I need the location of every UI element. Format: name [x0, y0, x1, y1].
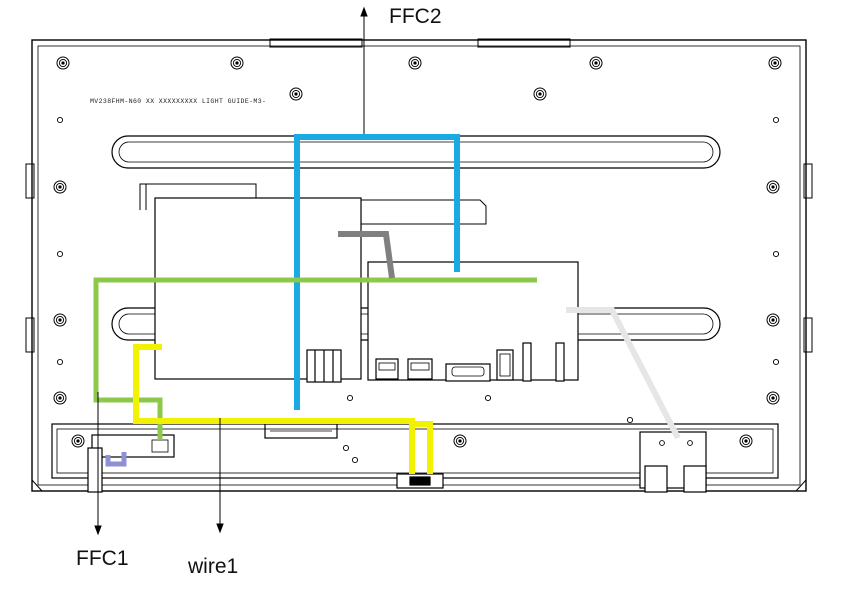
arrow-down-icon [94, 525, 102, 536]
lvds-cable [93, 277, 537, 440]
arrow-up-icon [360, 6, 368, 17]
callout-arrows [94, 6, 368, 536]
label-ffc1: FFC1 [76, 547, 129, 570]
panel-model-text: MV238FHM-N60 XX XXXXXXXXX LIGHT GUIDE-M3… [90, 98, 266, 105]
arrow-down-icon [216, 523, 224, 534]
wire1-loop [412, 421, 433, 474]
ffc1-tab [105, 452, 127, 467]
ffc2-cable [294, 134, 460, 410]
board-bracket [139, 183, 487, 225]
wire1-cable [133, 344, 415, 474]
power-board [154, 197, 362, 383]
label-ffc2: FFC2 [389, 5, 442, 28]
label-wire1: wire1 [188, 555, 239, 578]
white-cable [566, 307, 681, 440]
gray-cable [338, 231, 395, 279]
